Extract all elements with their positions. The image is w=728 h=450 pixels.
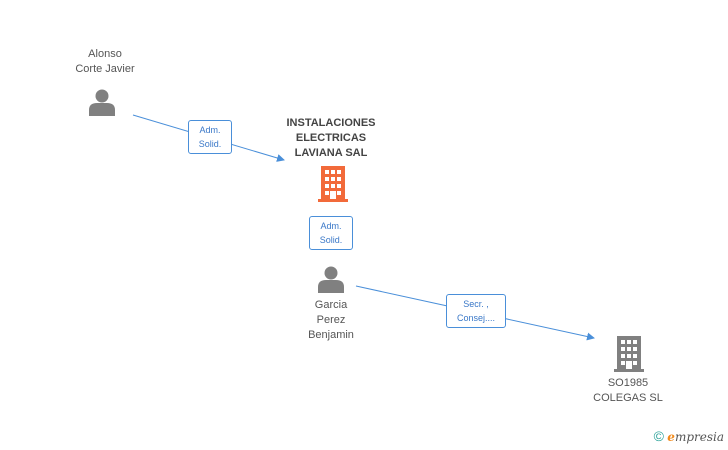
edge-label-garcia-so1985[interactable]: Secr. , Consej.... [446, 294, 506, 328]
empresia-watermark: © empresia [654, 428, 724, 444]
company-name-line: INSTALACIONES [286, 117, 376, 129]
brand-text: mpresia [674, 430, 724, 444]
edge-role-line: Adm. [320, 221, 342, 231]
edge-role-line: Adm. [199, 125, 221, 135]
person-label-garcia[interactable]: Garcia Perez Benjamin [281, 298, 381, 343]
person-name-line: Garcia [314, 299, 348, 311]
edge-role-line: Consej.... [456, 313, 496, 323]
person-label-alonso[interactable]: Alonso Corte Javier [55, 47, 155, 77]
edge-label-garcia-main[interactable]: Adm. Solid. [309, 216, 353, 250]
company-label-so1985[interactable]: SO1985 COLEGAS SL [578, 376, 678, 406]
company-name-line: ELECTRICAS [295, 132, 367, 144]
edge-role-line: Solid. [319, 235, 343, 245]
person-name-line: Perez [316, 314, 346, 326]
person-icon[interactable] [317, 265, 345, 293]
edge-label-alonso-main[interactable]: Adm. Solid. [188, 120, 232, 154]
building-icon[interactable] [614, 336, 644, 372]
person-icon[interactable] [88, 88, 116, 116]
company-name-line: LAVIANA SAL [294, 147, 368, 159]
company-name-line: COLEGAS SL [593, 392, 663, 404]
company-name-line: SO1985 [607, 377, 649, 389]
brand-e: e [667, 430, 675, 444]
edge-role-line: Solid. [198, 139, 222, 149]
copyright-icon: © [653, 428, 664, 444]
company-label-instalaciones[interactable]: INSTALACIONES ELECTRICAS LAVIANA SAL [271, 116, 391, 161]
person-name-line: Corte Javier [75, 63, 135, 75]
building-icon[interactable] [318, 166, 348, 202]
person-name-line: Alonso [88, 48, 122, 60]
edge-role-line: Secr. , [463, 299, 489, 309]
person-name-line: Benjamin [308, 329, 354, 341]
